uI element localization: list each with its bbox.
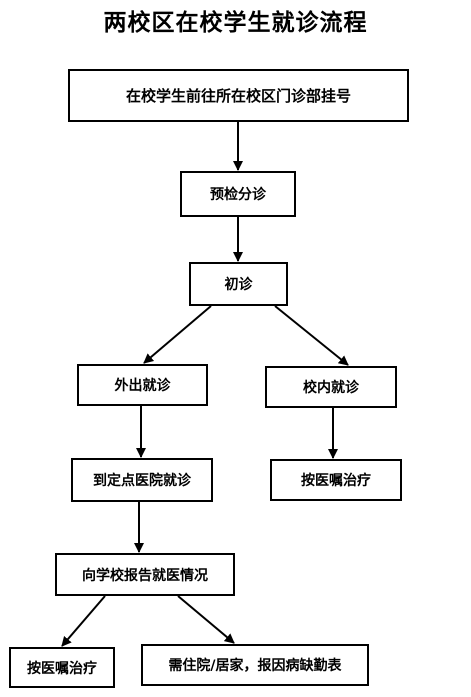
node-report-to-school: 向学校报告就医情况 (55, 553, 235, 596)
node-hospitalize-or-home: 需住院/居家，报因病缺勤表 (141, 644, 369, 686)
arrow-report-to-treatment (61, 595, 106, 647)
node-internal-visit: 校内就诊 (265, 366, 397, 408)
node-external-treatment: 按医嘱治疗 (9, 647, 115, 688)
node-first-visit: 初诊 (189, 262, 288, 306)
node-designated-hospital: 到定点医院就诊 (71, 458, 213, 502)
arrow-report-to-hospitalize (177, 595, 235, 644)
node-register: 在校学生前往所在校区门诊部挂号 (68, 69, 409, 122)
arrow-first-visit-to-external (143, 305, 212, 364)
node-internal-treatment: 按医嘱治疗 (270, 459, 402, 501)
diagram-title: 两校区在校学生就诊流程 (103, 9, 368, 36)
node-triage: 预检分诊 (180, 171, 296, 217)
node-external-visit: 外出就诊 (77, 364, 208, 406)
arrow-first-visit-to-internal (274, 305, 349, 366)
